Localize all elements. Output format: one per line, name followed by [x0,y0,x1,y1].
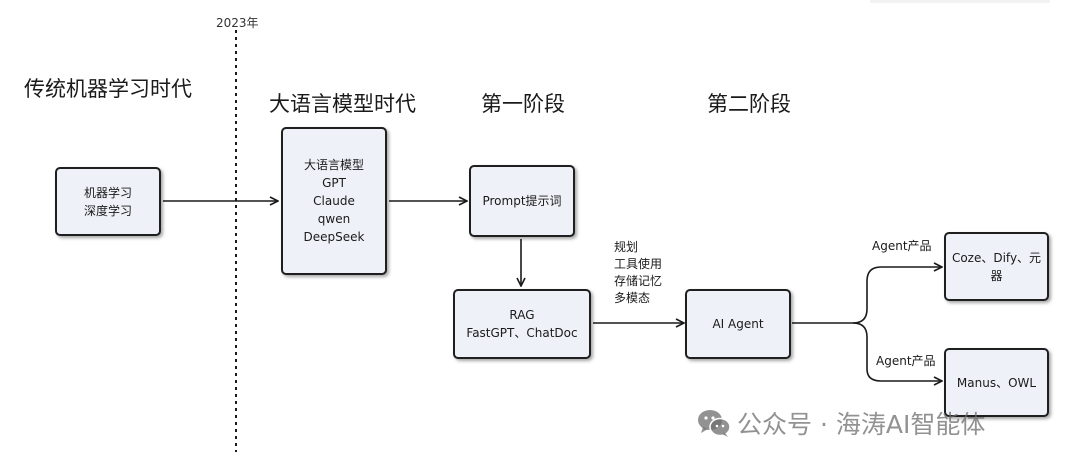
watermark: 公众号 · 海涛AI智能体 [697,403,985,443]
node-manus[interactable]: Manus、OWL [944,348,1049,417]
edge-label-capability-4: 多模态 [614,291,651,305]
edge-label-capability-2: 工具使用 [614,257,663,271]
era-title-traditional-ml: 传统机器学习时代 [24,77,192,101]
node-rag-line-1: RAG [509,308,535,322]
node-rag[interactable]: RAG FastGPT、ChatDoc [453,289,591,359]
node-ai-agent[interactable]: AI Agent [685,289,791,359]
node-coze-line-2: 器 [990,268,1003,283]
node-llm-line-5: DeepSeek [303,230,365,244]
node-llm-line-1: 大语言模型 [303,158,364,172]
node-prompt-line-1: Prompt提示词 [482,194,562,208]
node-coze-line-1: Coze、Dify、元 [951,250,1042,265]
node-llm-line-2: GPT [322,176,346,190]
era-title-stage-two: 第二阶段 [707,92,791,116]
node-prompt[interactable]: Prompt提示词 [469,165,575,237]
edge-label-agent-product-bottom: Agent产品 [876,354,936,368]
node-ml-line-1: 机器学习 [83,185,132,200]
node-llm-line-4: qwen [317,212,351,226]
edge-label-capabilities: 规划 工具使用 存储记忆 多模态 [614,239,662,307]
node-ml-line-2: 深度学习 [83,203,132,218]
era-title-llm: 大语言模型时代 [269,92,416,116]
node-rag-line-2: FastGPT、ChatDoc [466,326,578,340]
node-ml[interactable]: 机器学习 深度学习 [55,167,161,236]
era-title-stage-one: 第一阶段 [481,92,565,116]
edge-label-capability-1: 规划 [614,240,639,254]
arrow-agent-to-manus [852,322,942,381]
node-llm[interactable]: 大语言模型 GPT Claude qwen DeepSeek [281,127,387,275]
watermark-text: 公众号 · 海涛AI智能体 [737,410,986,439]
edge-label-capability-3: 存储记忆 [614,274,663,288]
node-manus-line-1: Manus、OWL [956,375,1037,390]
edge-label-agent-product-top: Agent产品 [872,239,932,253]
wechat-icon [697,408,731,438]
node-ai-agent-line-1: AI Agent [712,317,764,331]
year-marker-label: 2023年 [216,16,259,30]
top-edge-strip [870,0,1050,3]
node-coze[interactable]: Coze、Dify、元 器 [944,232,1049,301]
arrow-agent-to-coze [792,267,942,324]
node-llm-line-3: Claude [313,194,355,208]
